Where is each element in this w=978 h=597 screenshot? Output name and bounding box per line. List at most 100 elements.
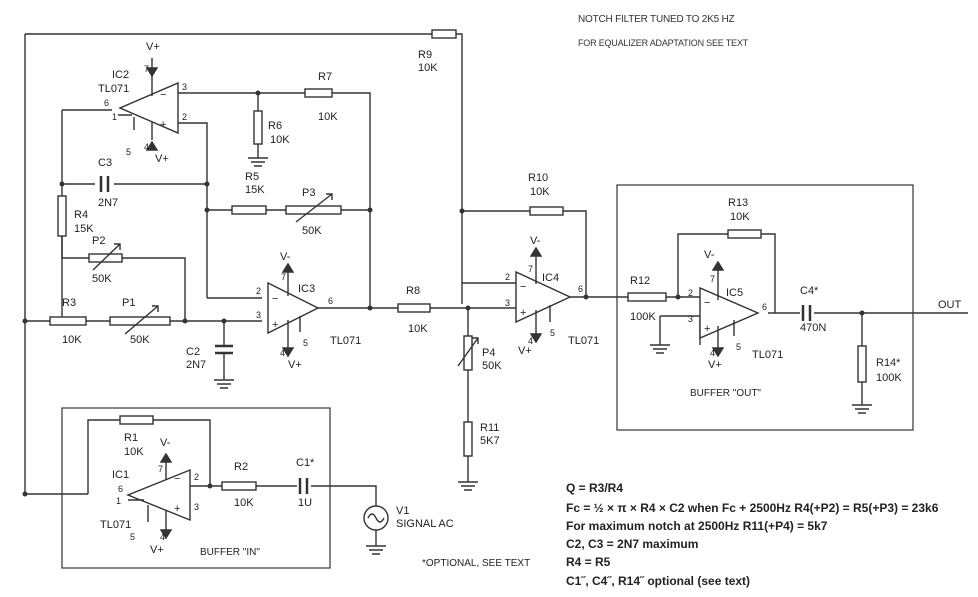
svg-text:−: −	[520, 281, 526, 293]
potentiometer-p2: P2 50K	[88, 235, 123, 285]
header-title: NOTCH FILTER TUNED TO 2K5 HZ	[578, 14, 735, 25]
opamp-ic1: − + IC1 TL071 V- V+ 2 3 6 1 7 5 4	[100, 437, 199, 556]
svg-text:10K: 10K	[418, 62, 438, 74]
svg-text:7: 7	[158, 464, 163, 474]
svg-text:V-: V-	[704, 249, 715, 261]
svg-text:10K: 10K	[270, 134, 290, 146]
formula-line: R4 = R5	[566, 555, 611, 569]
svg-text:50K: 50K	[482, 360, 502, 372]
svg-text:R10: R10	[528, 172, 548, 184]
resistor-r14: R14* 100K	[857, 345, 902, 384]
svg-text:+: +	[704, 323, 710, 335]
opamp-ic2: − + IC2 TL071 V+ V+ 3 2 6 1 7 5 4	[98, 41, 187, 165]
svg-text:10K: 10K	[318, 111, 338, 123]
svg-text:TL071: TL071	[98, 83, 129, 95]
svg-text:100K: 100K	[876, 372, 902, 384]
svg-text:P2: P2	[92, 235, 105, 247]
formula-line: C1˝, C4˝, R14˝ optional (see text)	[566, 574, 750, 588]
svg-text:1: 1	[112, 112, 117, 122]
svg-text:7: 7	[710, 274, 715, 284]
svg-text:C1*: C1*	[296, 457, 315, 469]
resistor-r11: R11 5K7	[463, 421, 500, 457]
formula-line: Q = R3/R4	[566, 481, 623, 495]
svg-text:V+: V+	[518, 345, 532, 357]
svg-text:6: 6	[762, 302, 767, 312]
capacitor-c4: C4* 470N	[800, 285, 826, 334]
svg-text:+: +	[174, 503, 180, 515]
wires	[24, 33, 968, 546]
svg-text:P1: P1	[122, 297, 135, 309]
svg-text:R12: R12	[630, 275, 650, 287]
buffer-in-label: BUFFER "IN"	[200, 547, 260, 558]
svg-text:6: 6	[578, 284, 583, 294]
svg-text:−: −	[704, 297, 710, 309]
svg-text:4: 4	[280, 348, 285, 358]
svg-text:3: 3	[194, 502, 199, 512]
svg-text:V+: V+	[708, 359, 722, 371]
svg-text:R11: R11	[480, 422, 499, 434]
svg-text:7: 7	[281, 272, 286, 282]
svg-text:50K: 50K	[92, 273, 112, 285]
svg-text:P3: P3	[302, 187, 315, 199]
svg-text:+: +	[272, 319, 278, 331]
svg-text:3: 3	[688, 314, 693, 324]
svg-text:IC4: IC4	[542, 272, 559, 284]
svg-text:C4*: C4*	[800, 285, 819, 297]
resistor-r2: R2 10K	[221, 461, 257, 509]
svg-text:R14*: R14*	[876, 357, 901, 369]
resistor-r3: R3 10K	[49, 297, 87, 346]
svg-text:2: 2	[505, 272, 510, 282]
svg-text:V+: V+	[146, 41, 160, 53]
svg-text:TL071: TL071	[568, 335, 599, 347]
svg-text:1U: 1U	[298, 497, 312, 509]
svg-text:V+: V+	[288, 359, 302, 371]
formula-line: C2, C3 = 2N7 maximum	[566, 537, 698, 551]
header-subtitle: FOR EQUALIZER ADAPTATION SEE TEXT	[578, 38, 749, 48]
svg-text:R5: R5	[245, 171, 259, 183]
svg-text:15K: 15K	[245, 184, 265, 196]
resistor-r4: R4 15K	[57, 195, 94, 237]
buffer-in-box	[61, 407, 331, 569]
svg-text:TL071: TL071	[100, 519, 131, 531]
svg-text:3: 3	[505, 298, 510, 308]
svg-text:5: 5	[126, 147, 131, 157]
svg-text:IC5: IC5	[726, 287, 743, 299]
svg-text:2: 2	[182, 112, 187, 122]
svg-text:7: 7	[528, 264, 533, 274]
svg-text:5K7: 5K7	[480, 435, 500, 447]
svg-text:V+: V+	[155, 153, 169, 165]
ground-symbols	[214, 157, 872, 555]
svg-text:10K: 10K	[530, 186, 550, 198]
optional-note: *OPTIONAL, SEE TEXT	[422, 558, 530, 569]
resistor-r10: R10 10K	[528, 172, 564, 216]
svg-text:R13: R13	[728, 197, 748, 209]
svg-text:IC1: IC1	[112, 469, 129, 481]
resistor-r12: R12 100K	[627, 275, 667, 323]
svg-text:C2: C2	[186, 346, 200, 358]
svg-text:2: 2	[256, 286, 261, 296]
svg-text:IC3: IC3	[298, 283, 315, 295]
svg-text:SIGNAL AC: SIGNAL AC	[396, 518, 454, 530]
svg-text:V-: V-	[280, 251, 291, 263]
svg-text:R2: R2	[234, 461, 248, 473]
svg-text:TL071: TL071	[752, 349, 783, 361]
svg-text:15K: 15K	[74, 223, 94, 235]
resistor-r5: R5 15K	[231, 171, 267, 215]
svg-text:4: 4	[144, 142, 149, 152]
svg-text:R4: R4	[74, 209, 88, 221]
svg-text:6: 6	[118, 484, 123, 494]
svg-text:−: −	[174, 473, 180, 485]
resistor-r7: R7 10K	[304, 71, 338, 123]
svg-text:4: 4	[710, 348, 715, 358]
svg-text:6: 6	[104, 98, 109, 108]
svg-text:2N7: 2N7	[186, 359, 206, 371]
svg-text:4: 4	[160, 532, 165, 542]
svg-text:V+: V+	[150, 544, 164, 556]
opamp-ic3: − + IC3 TL071 V- V+ 2 3 6 7 4 5	[256, 251, 361, 371]
buffer-out-box	[616, 184, 914, 431]
svg-text:10K: 10K	[408, 323, 428, 335]
potentiometer-p1: P1 50K	[109, 297, 171, 346]
svg-text:100K: 100K	[630, 311, 656, 323]
svg-text:7: 7	[144, 64, 149, 74]
